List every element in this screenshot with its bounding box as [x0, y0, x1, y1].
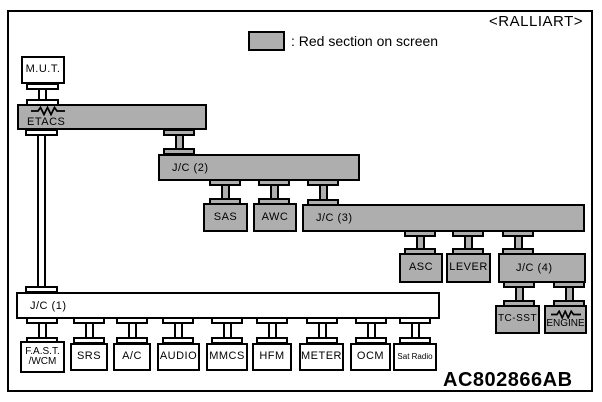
- legend-color-swatch: [248, 31, 285, 51]
- engine-box: ENGINE: [544, 305, 587, 334]
- engine-label: ENGINE: [546, 317, 585, 329]
- connector-jc4-engine: [553, 281, 585, 307]
- connector-jc3-jc4: [502, 230, 534, 255]
- awc-label: AWC: [261, 210, 289, 223]
- jc3-label: J/C (3): [316, 212, 353, 224]
- connector-jc1-ac: [116, 317, 148, 344]
- sat-radio-label: Sat Radio: [397, 351, 433, 361]
- connector-jc1-fast-wcm: [26, 317, 58, 344]
- mmcs-label: MMCS: [209, 350, 245, 363]
- terminating-resistor-icon: [31, 106, 65, 116]
- connector-jc3-asc: [404, 230, 436, 255]
- hfm-label: HFM: [259, 350, 285, 363]
- jc4-bus-bar: J/C (4): [498, 253, 586, 283]
- mut-label: M.U.T.: [25, 63, 61, 76]
- meter-label: METER: [301, 350, 342, 363]
- sas-label: SAS: [213, 210, 238, 223]
- jc1-label: J/C (1): [30, 299, 67, 312]
- connector-jc1-srs: [73, 317, 105, 344]
- mut-box: M.U.T.: [21, 56, 65, 84]
- connector-etacs-jc1: [25, 129, 58, 293]
- connector-jc1-ocm: [355, 317, 387, 344]
- audio-label: AUDIO: [159, 350, 198, 363]
- connector-jc1-sat-radio: [399, 317, 431, 344]
- connector-jc4-tcsst: [503, 281, 535, 307]
- jc2-bus-bar: J/C (2): [158, 154, 360, 181]
- jc3-bus-bar: J/C (3): [302, 204, 585, 232]
- sat-radio-box: Sat Radio: [393, 343, 437, 371]
- fast-wcm-box: F.A.S.T. /WCM: [20, 341, 65, 373]
- connector-jc3-lever: [452, 230, 484, 255]
- awc-box: AWC: [253, 203, 297, 232]
- lever-box: LEVER: [446, 253, 491, 283]
- lever-label: LEVER: [449, 261, 488, 274]
- connector-jc1-meter: [306, 317, 338, 344]
- etacs-label: ETACS: [27, 116, 66, 128]
- asc-label: ASC: [408, 261, 434, 274]
- ac-box: A/C: [113, 343, 151, 371]
- ocm-label: OCM: [356, 350, 385, 363]
- tcsst-box: TC-SST: [495, 305, 540, 334]
- jc2-label: J/C (2): [172, 161, 209, 174]
- connector-mut-etacs: [26, 83, 59, 106]
- jc4-label: J/C (4): [516, 262, 553, 274]
- etacs-bus-bar: ETACS: [17, 104, 207, 130]
- sas-box: SAS: [203, 203, 248, 232]
- connector-jc2-sas: [209, 179, 241, 205]
- mmcs-box: MMCS: [206, 343, 248, 371]
- connector-jc2-jc3: [307, 179, 339, 206]
- legend-label: : Red section on screen: [291, 33, 439, 49]
- connector-jc1-audio: [162, 317, 194, 344]
- connector-jc1-hfm: [256, 317, 288, 344]
- asc-box: ASC: [399, 253, 443, 283]
- srs-box: SRS: [70, 343, 108, 371]
- document-code: AC802866AB: [443, 369, 573, 391]
- terminating-resistor-icon: [550, 309, 581, 319]
- jc1-bus-bar: J/C (1): [16, 292, 440, 319]
- fast-wcm-label-line2: /WCM: [28, 356, 57, 367]
- meter-box: METER: [299, 343, 344, 371]
- fast-wcm-label-line1: F.A.S.T.: [25, 345, 60, 357]
- tcsst-label: TC-SST: [497, 313, 538, 325]
- connector-jc1-mmcs: [211, 317, 243, 344]
- hfm-box: HFM: [252, 343, 292, 371]
- connector-etacs-jc2: [163, 129, 195, 155]
- srs-label: SRS: [76, 350, 102, 363]
- variant-label: <RALLIART>: [489, 13, 583, 30]
- ocm-box: OCM: [350, 343, 391, 371]
- ac-label: A/C: [122, 350, 142, 363]
- connector-jc2-awc: [258, 179, 290, 205]
- audio-box: AUDIO: [157, 343, 200, 371]
